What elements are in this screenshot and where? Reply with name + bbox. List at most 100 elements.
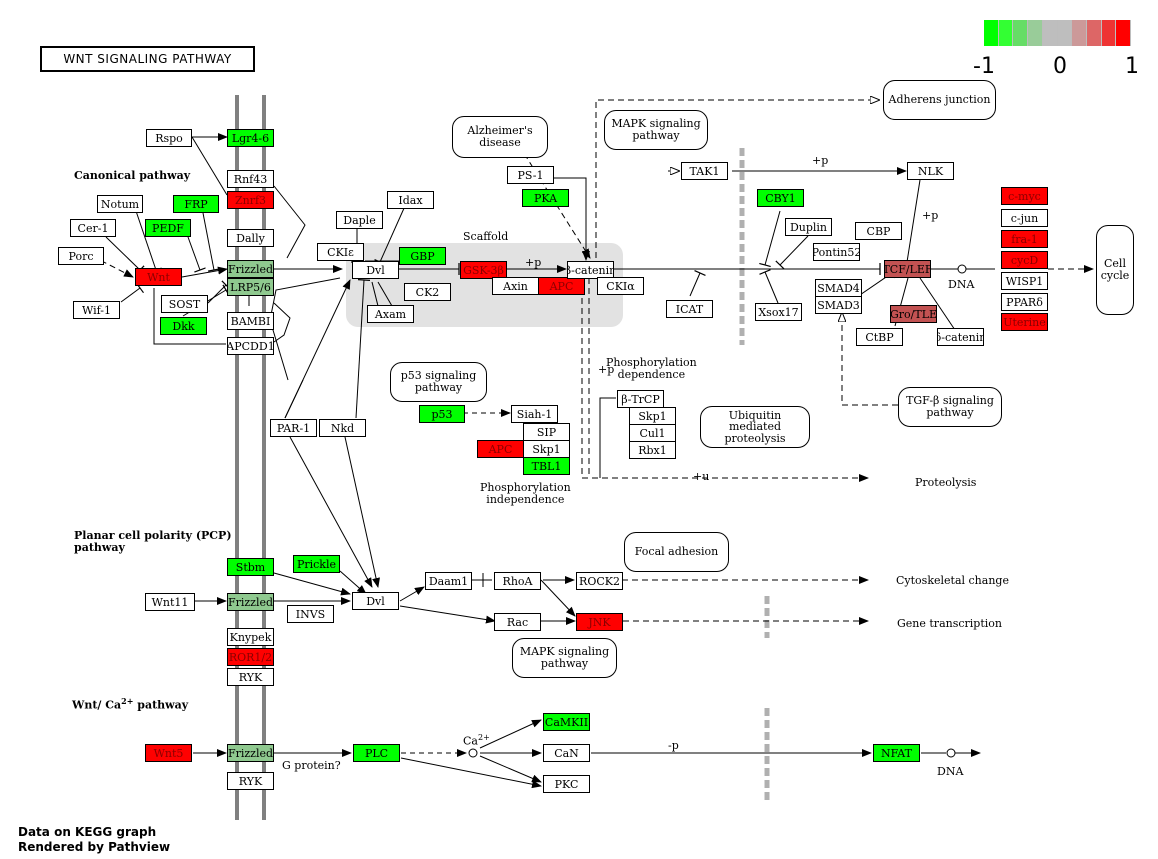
node-ckie[interactable]: CKIε	[317, 243, 364, 261]
node-invs[interactable]: INVS	[287, 605, 334, 623]
node-bambi[interactable]: BAMBI	[227, 312, 274, 330]
node-rspo[interactable]: Rspo	[146, 129, 192, 147]
node-daple[interactable]: Daple	[336, 211, 383, 229]
node-smad3[interactable]: SMAD3	[815, 296, 862, 314]
node-beta-trcp[interactable]: β-TrCP	[617, 390, 664, 408]
node-skp1-a[interactable]: Skp1	[523, 440, 570, 458]
node-apcdd1[interactable]: APCDD1	[227, 337, 274, 355]
node-par-1[interactable]: PAR-1	[270, 419, 317, 437]
node-plc[interactable]: PLC	[353, 744, 400, 762]
node-ctbp[interactable]: CtBP	[856, 328, 903, 346]
node-ryk-ca[interactable]: RYK	[227, 772, 274, 790]
legend-max-label: 1	[1125, 54, 1139, 79]
node-fra-1[interactable]: fra-1	[1001, 230, 1048, 248]
node-duplin[interactable]: Duplin	[785, 218, 832, 236]
node-uterine[interactable]: Uterine	[1001, 313, 1048, 331]
node-jnk[interactable]: JNK	[576, 613, 623, 631]
node-apc-independent[interactable]: APC	[477, 440, 524, 458]
node-wnt11[interactable]: Wnt11	[145, 593, 195, 611]
node-gro-tle[interactable]: Gro/TLE	[890, 305, 937, 323]
node-c-myc[interactable]: c-myc	[1001, 187, 1048, 205]
pathway-link-mapk-1[interactable]: MAPK signaling pathway	[604, 110, 708, 150]
node-gbp[interactable]: GBP	[399, 247, 446, 265]
node-pkc[interactable]: PKC	[543, 775, 590, 793]
node-ps-1[interactable]: PS-1	[507, 166, 554, 184]
ca-circle	[468, 748, 478, 758]
pathway-link-p53[interactable]: p53 signaling pathway	[390, 362, 487, 402]
node-c-jun[interactable]: c-jun	[1001, 209, 1048, 227]
pathway-link-adherens-junction[interactable]: Adherens junction	[883, 80, 996, 120]
node-ppar-delta[interactable]: PPARδ	[1001, 293, 1048, 311]
node-gsk-3b[interactable]: GSK-3β	[460, 261, 507, 279]
node-icat[interactable]: ICAT	[666, 300, 713, 318]
node-sost[interactable]: SOST	[161, 295, 208, 313]
node-dvl-canonical[interactable]: Dvl	[352, 261, 399, 279]
node-beta-catenin[interactable]: β-catenin	[567, 261, 614, 279]
pathway-link-tgf-beta[interactable]: TGF-β signaling pathway	[898, 387, 1002, 427]
node-dvl-pcp[interactable]: Dvl	[352, 592, 399, 610]
pathway-link-mapk-2[interactable]: MAPK signaling pathway	[512, 638, 617, 678]
node-nlk[interactable]: NLK	[907, 162, 954, 180]
node-tak1[interactable]: TAK1	[681, 162, 728, 180]
node-cer-1[interactable]: Cer-1	[70, 219, 116, 237]
node-idax[interactable]: Idax	[387, 191, 434, 209]
pathway-link-cell-cycle[interactable]: Cell cycle	[1096, 225, 1134, 315]
node-lrp5-6[interactable]: LRP5/6	[227, 278, 274, 296]
node-wif-1[interactable]: Wif-1	[73, 301, 120, 319]
node-p53[interactable]: p53	[419, 405, 465, 423]
node-sip[interactable]: SIP	[523, 423, 570, 441]
node-wnt5[interactable]: Wnt5	[145, 744, 192, 762]
node-ryk-pcp[interactable]: RYK	[227, 668, 274, 686]
node-apc-canonical[interactable]: APC	[538, 277, 585, 295]
node-daam1[interactable]: Daam1	[425, 572, 472, 590]
node-tcf-lef[interactable]: TCF/LEF	[884, 260, 931, 278]
node-cul1[interactable]: Cul1	[629, 424, 676, 442]
node-stbm[interactable]: Stbm	[227, 558, 274, 576]
node-tbl1[interactable]: TBL1	[523, 457, 570, 475]
node-pka[interactable]: PKA	[522, 189, 569, 207]
node-prickle[interactable]: Prickle	[293, 555, 340, 573]
node-can[interactable]: CaN	[543, 744, 590, 762]
node-znrf3[interactable]: Znrf3	[227, 191, 274, 209]
node-cycd[interactable]: cycD	[1001, 251, 1048, 269]
node-rhoa[interactable]: RhoA	[494, 572, 541, 590]
pathway-link-alzheimers[interactable]: Alzheimer's disease	[452, 116, 548, 158]
label-scaffold: Scaffold	[463, 230, 509, 243]
node-dkk[interactable]: Dkk	[160, 317, 207, 335]
node-nfat[interactable]: NFAT	[873, 744, 920, 762]
node-ckia[interactable]: CKIα	[597, 277, 644, 295]
node-knypek[interactable]: Knypek	[227, 628, 274, 646]
node-cbp[interactable]: CBP	[855, 222, 902, 240]
node-axin[interactable]: Axin	[492, 277, 539, 295]
pathway-link-focal-adhesion[interactable]: Focal adhesion	[624, 532, 729, 572]
node-frizzled-ca[interactable]: Frizzled	[227, 744, 274, 762]
node-camkii[interactable]: CaMKII	[543, 713, 590, 731]
pathway-link-ubiquitin[interactable]: Ubiquitin mediated proteolysis	[700, 406, 810, 448]
node-ror1-2[interactable]: ROR1/2	[227, 648, 274, 666]
node-pedf[interactable]: PEDF	[145, 219, 191, 237]
node-rbx1[interactable]: Rbx1	[629, 441, 676, 459]
node-ck2[interactable]: CK2	[404, 283, 451, 301]
node-notum[interactable]: Notum	[97, 195, 143, 213]
node-siah-1[interactable]: Siah-1	[511, 405, 558, 423]
node-axam[interactable]: Axam	[367, 305, 414, 323]
node-rnf43[interactable]: Rnf43	[227, 170, 274, 188]
node-dally[interactable]: Dally	[227, 229, 274, 247]
node-rac[interactable]: Rac	[494, 613, 541, 631]
node-frizzled-canonical[interactable]: Frizzled	[227, 260, 274, 278]
node-porc[interactable]: Porc	[58, 247, 104, 265]
node-nkd[interactable]: Nkd	[319, 419, 366, 437]
label-dna-2: DNA	[937, 765, 964, 778]
node-rock2[interactable]: ROCK2	[576, 572, 623, 590]
node-frp[interactable]: FRP	[173, 195, 219, 213]
node-pontin52[interactable]: Pontin52	[813, 243, 860, 261]
node-wisp1[interactable]: WISP1	[1001, 272, 1048, 290]
node-smad4[interactable]: SMAD4	[815, 279, 862, 297]
node-frizzled-pcp[interactable]: Frizzled	[227, 593, 274, 611]
node-xsox17[interactable]: Xsox17	[755, 303, 802, 321]
node-delta-catenin[interactable]: δ-catenin	[937, 328, 984, 346]
node-wnt[interactable]: Wnt	[135, 268, 182, 286]
node-cby1[interactable]: CBY1	[757, 189, 804, 207]
node-lgr4-6[interactable]: Lgr4-6	[227, 129, 274, 147]
node-skp1-b[interactable]: Skp1	[629, 407, 676, 425]
